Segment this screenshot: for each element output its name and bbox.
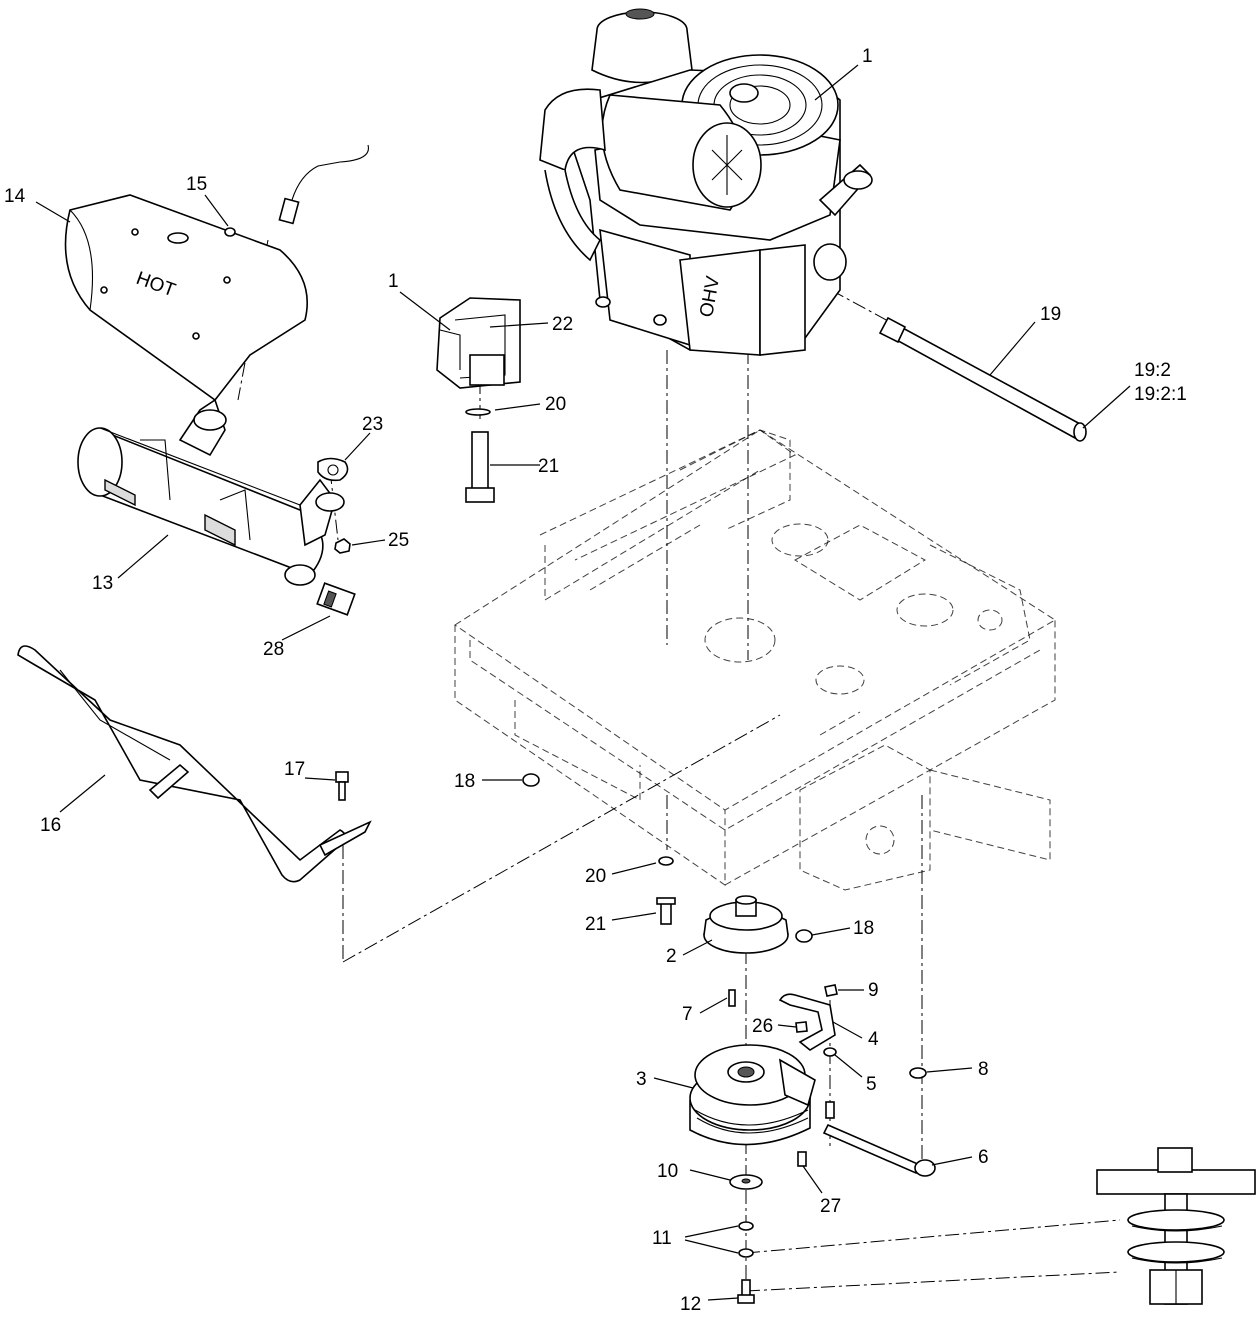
callout-27: 27 — [820, 1196, 841, 1217]
callout-25: 25 — [388, 530, 409, 551]
callout-9: 9 — [868, 980, 879, 1001]
callout-2: 2 — [666, 946, 677, 967]
callout-17: 17 — [284, 759, 305, 780]
callout-20-top: 20 — [545, 394, 566, 415]
electric-clutch — [689, 1044, 816, 1146]
heat-shield: HOT — [64, 194, 308, 402]
callout-6: 6 — [978, 1147, 989, 1168]
callout-19-2-1: 19:2:1 — [1134, 384, 1187, 405]
callout-22: 22 — [552, 314, 573, 335]
callout-28: 28 — [263, 639, 284, 660]
callout-5: 5 — [866, 1074, 877, 1095]
callout-14: 14 — [4, 186, 26, 207]
alignment-lines — [237, 239, 1121, 1292]
callout-8: 8 — [978, 1059, 989, 1080]
callout-21-top: 21 — [538, 456, 559, 477]
detail-inset — [1096, 1147, 1256, 1305]
callout-12: 12 — [680, 1294, 701, 1315]
chassis-frame — [454, 429, 1056, 891]
callout-1-engine: 1 — [862, 46, 873, 67]
washer-bolt-upper — [465, 408, 495, 503]
callout-labels: 1 1 2 3 4 5 6 7 8 9 10 11 12 13 14 15 16… — [4, 46, 1187, 1315]
oxygen-sensor — [278, 144, 369, 225]
callout-26: 26 — [752, 1016, 773, 1037]
muffler — [77, 398, 345, 586]
engine: OHV — [539, 8, 873, 356]
callout-21-bottom: 21 — [585, 914, 606, 935]
callout-18-right: 18 — [853, 918, 874, 939]
callout-7: 7 — [682, 1004, 693, 1025]
callout-13: 13 — [92, 573, 113, 594]
pulley — [703, 895, 789, 954]
engine-mount-bracket — [436, 297, 521, 389]
exhaust-fitting — [316, 582, 356, 616]
callout-11: 11 — [652, 1228, 672, 1249]
anti-rotation-hardware — [797, 1067, 936, 1177]
key — [728, 989, 736, 1007]
callout-20-bottom: 20 — [585, 866, 606, 887]
washer-bolt-lower — [656, 856, 676, 925]
tow-bar — [17, 645, 372, 883]
callout-15: 15 — [186, 174, 207, 195]
gasket-and-nut — [317, 457, 351, 554]
drive-shaft — [878, 316, 1087, 442]
callout-3: 3 — [636, 1069, 647, 1090]
flange-nuts — [522, 773, 813, 943]
callout-23: 23 — [362, 414, 383, 435]
callout-19: 19 — [1040, 304, 1061, 325]
clutch-hardware — [729, 1174, 763, 1304]
callout-19-2: 19:2 — [1134, 360, 1171, 381]
callout-1-mount: 1 — [388, 271, 399, 292]
leader-lines — [35, 64, 1131, 1301]
callout-4: 4 — [868, 1029, 879, 1050]
callout-16: 16 — [40, 815, 61, 836]
handle-bolt — [335, 771, 349, 801]
callout-10: 10 — [657, 1161, 678, 1182]
clutch-bracket — [778, 984, 838, 1057]
callout-18-left: 18 — [454, 771, 475, 792]
shield-screw — [224, 227, 236, 237]
